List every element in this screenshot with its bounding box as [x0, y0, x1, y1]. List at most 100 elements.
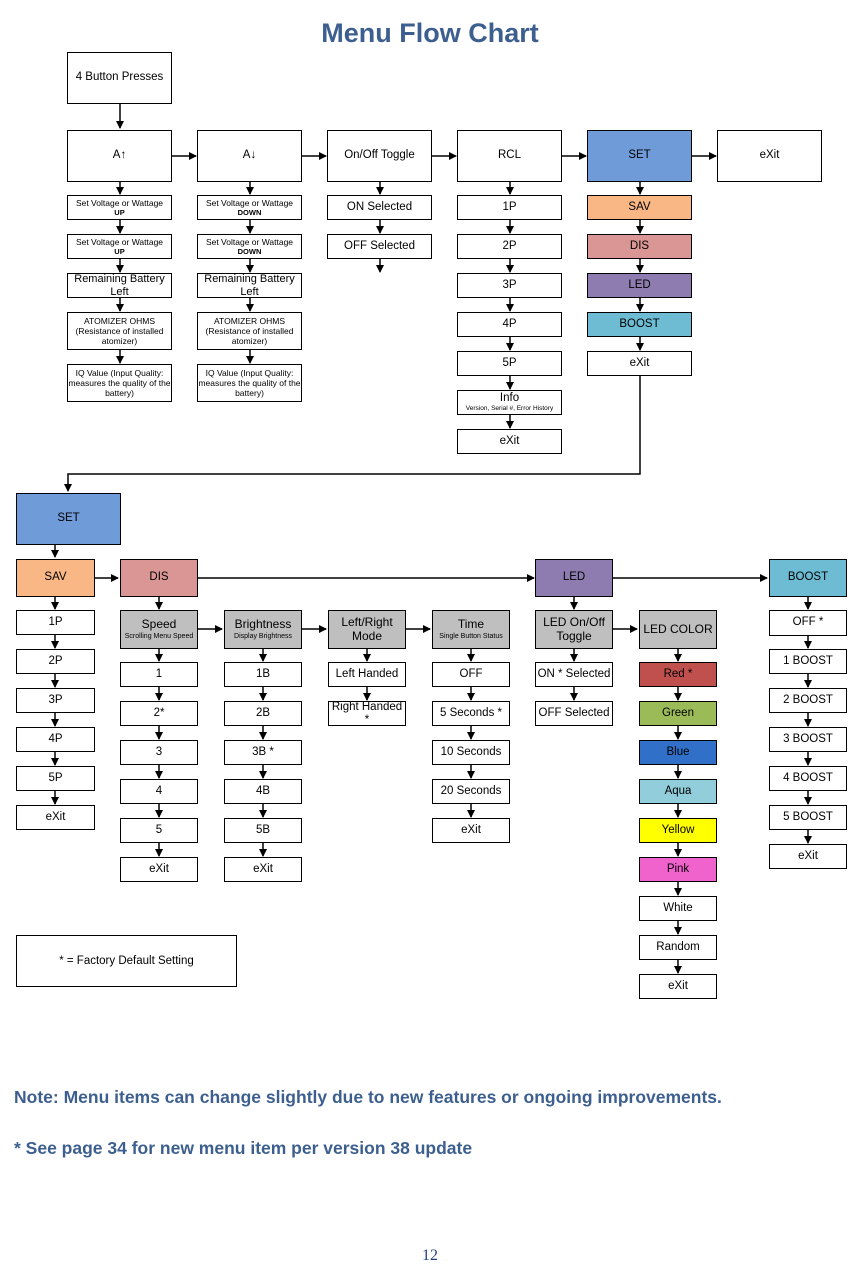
page-title: Menu Flow Chart	[321, 18, 539, 48]
note-version-update: * See page 34 for new menu item per vers…	[14, 1138, 473, 1158]
set2-box: SET	[16, 493, 121, 545]
a-down-label: A	[242, 149, 251, 162]
led-off-selected: OFF Selected	[535, 701, 613, 726]
rcl-info-label: Info	[499, 392, 520, 405]
set-led: LED	[587, 273, 692, 298]
sav-box: SAV	[16, 559, 95, 597]
off-selected: OFF Selected	[327, 234, 432, 259]
time-box: Time Single Button Status	[432, 610, 510, 649]
dis-box: DIS	[120, 559, 198, 597]
time-10s: 10 Seconds	[432, 740, 510, 765]
speed-exit: eXit	[120, 857, 198, 882]
led-color-exit: eXit	[639, 974, 717, 999]
exit-box-main: eXit	[717, 130, 822, 182]
set-voltage-up-2-label: Set Voltage or Wattage	[75, 236, 164, 247]
set-boost: BOOST	[587, 312, 692, 337]
boost-off: OFF *	[769, 610, 847, 636]
a-up-box: A↑	[67, 130, 172, 182]
battery-left-up: Remaining Battery Left	[67, 273, 172, 298]
rcl-box: RCL	[457, 130, 562, 182]
arrow-up-icon: ↑	[120, 149, 127, 162]
set-dis: DIS	[587, 234, 692, 259]
boost-exit: eXit	[769, 844, 847, 869]
sav-5p: 5P	[16, 766, 95, 791]
brightness-4b: 4B	[224, 779, 302, 804]
set-voltage-down-1-dir: DOWN	[237, 208, 262, 218]
speed-label: Speed	[141, 616, 177, 631]
sav-4p: 4P	[16, 727, 95, 752]
time-off: OFF	[432, 662, 510, 687]
speed-5: 5	[120, 818, 198, 843]
left-right-mode-box: Left/Right Mode	[328, 610, 406, 649]
arrow-down-icon: ↓	[250, 149, 257, 162]
brightness-exit: eXit	[224, 857, 302, 882]
brightness-2b: 2B	[224, 701, 302, 726]
boost-box: BOOST	[769, 559, 847, 597]
set-voltage-down-1: Set Voltage or Wattage DOWN	[197, 195, 302, 220]
boost-3: 3 BOOST	[769, 727, 847, 752]
time-label: Time	[457, 616, 485, 631]
time-20s: 20 Seconds	[432, 779, 510, 804]
battery-left-down: Remaining Battery Left	[197, 273, 302, 298]
boost-4: 4 BOOST	[769, 766, 847, 791]
set-sav: SAV	[587, 195, 692, 220]
sav-exit: eXit	[16, 805, 95, 830]
set-exit: eXit	[587, 351, 692, 376]
factory-default-legend: * = Factory Default Setting	[16, 935, 237, 987]
led-color-aqua: Aqua	[639, 779, 717, 804]
atomizer-ohms-up: ATOMIZER OHMS (Resistance of installed a…	[67, 312, 172, 350]
on-selected: ON Selected	[327, 195, 432, 220]
sav-1p: 1P	[16, 610, 95, 635]
set-voltage-up-1: Set Voltage or Wattage UP	[67, 195, 172, 220]
led-onoff-box: LED On/Off Toggle	[535, 610, 613, 649]
led-color-box: LED COLOR	[639, 610, 717, 649]
led-on-selected: ON * Selected	[535, 662, 613, 687]
a-down-box: A↓	[197, 130, 302, 182]
led-color-pink: Pink	[639, 857, 717, 882]
set-voltage-down-1-label: Set Voltage or Wattage	[205, 197, 294, 208]
led-color-blue: Blue	[639, 740, 717, 765]
brightness-5b: 5B	[224, 818, 302, 843]
note-menu-changes: Note: Menu items can change slightly due…	[14, 1087, 722, 1107]
set-voltage-down-2: Set Voltage or Wattage DOWN	[197, 234, 302, 259]
rcl-4p: 4P	[457, 312, 562, 337]
set-voltage-up-2: Set Voltage or Wattage UP	[67, 234, 172, 259]
boost-2: 2 BOOST	[769, 688, 847, 713]
brightness-3b: 3B *	[224, 740, 302, 765]
set-voltage-up-2-dir: UP	[114, 247, 125, 257]
set-voltage-up-1-label: Set Voltage or Wattage	[75, 197, 164, 208]
rcl-exit: eXit	[457, 429, 562, 454]
led-color-yellow: Yellow	[639, 818, 717, 843]
speed-3: 3	[120, 740, 198, 765]
speed-1: 1	[120, 662, 198, 687]
rcl-3p: 3P	[457, 273, 562, 298]
led-color-red: Red *	[639, 662, 717, 687]
rcl-info: Info Version, Serial #, Error History	[457, 390, 562, 415]
led-color-white: White	[639, 896, 717, 921]
rcl-1p: 1P	[457, 195, 562, 220]
led-color-random: Random	[639, 935, 717, 960]
brightness-box: Brightness Display Brightness	[224, 610, 302, 649]
time-exit: eXit	[432, 818, 510, 843]
page-number: 12	[422, 1247, 438, 1264]
set-voltage-down-2-label: Set Voltage or Wattage	[205, 236, 294, 247]
speed-box: Speed Scrolling Menu Speed	[120, 610, 198, 649]
boost-5: 5 BOOST	[769, 805, 847, 830]
iq-value-down: IQ Value (Input Quality: measures the qu…	[197, 364, 302, 402]
speed-sub: Scrolling Menu Speed	[124, 633, 194, 641]
right-handed: Right Handed *	[328, 701, 406, 726]
speed-2: 2*	[120, 701, 198, 726]
left-handed: Left Handed	[328, 662, 406, 687]
led-box: LED	[535, 559, 613, 597]
brightness-1b: 1B	[224, 662, 302, 687]
time-sub: Single Button Status	[439, 633, 503, 641]
time-5s: 5 Seconds *	[432, 701, 510, 726]
brightness-label: Brightness	[234, 616, 292, 631]
a-up-label: A	[112, 149, 121, 162]
sav-3p: 3P	[16, 688, 95, 713]
sav-2p: 2P	[16, 649, 95, 674]
set-box: SET	[587, 130, 692, 182]
brightness-sub: Display Brightness	[234, 633, 292, 641]
rcl-5p: 5P	[457, 351, 562, 376]
